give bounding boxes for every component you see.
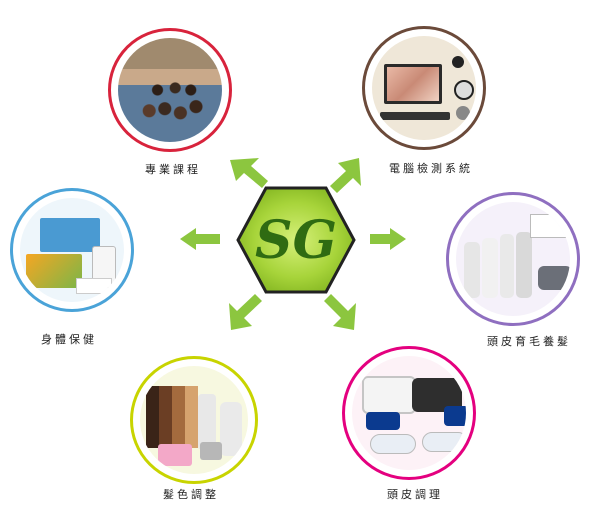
label-detect: 電腦檢測系統 [389, 162, 473, 175]
hair-bottles-icon [456, 202, 570, 316]
arrow-right [370, 228, 406, 250]
node-health[interactable] [10, 188, 134, 312]
node-hair[interactable] [446, 192, 580, 326]
node-scalp[interactable] [342, 346, 476, 480]
product-boxes-icon [20, 198, 124, 302]
color-swatch-icon [140, 366, 248, 474]
logo-text: SG [255, 210, 337, 271]
arrow-down-left [229, 294, 262, 330]
arrow-left [180, 228, 220, 250]
label-courses: 專業課程 [145, 163, 201, 176]
cream-jars-icon [352, 356, 466, 470]
arrow-down-right [324, 294, 356, 330]
arrow-up-left [230, 158, 268, 188]
logo-hexagon [236, 186, 356, 294]
computer-scope-icon [372, 36, 476, 140]
label-health: 身體保健 [41, 333, 97, 346]
node-detect[interactable] [362, 26, 486, 150]
node-courses[interactable] [108, 28, 232, 152]
label-scalp: 頭皮調理 [387, 488, 443, 501]
label-hair: 頭皮育毛養髮 [487, 335, 571, 348]
center-logo: SG [236, 186, 356, 294]
node-color[interactable] [130, 356, 258, 484]
arrow-up-right [330, 158, 361, 193]
label-color: 髮色調整 [163, 488, 219, 501]
group-photo-icon [118, 38, 222, 142]
